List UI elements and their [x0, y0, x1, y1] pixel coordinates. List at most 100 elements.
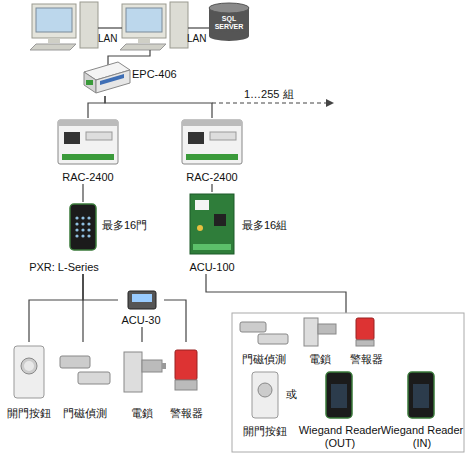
device-node: ACU-100 — [184, 192, 240, 274]
sensor-part — [60, 356, 90, 368]
device-node: RAC-2400 — [52, 118, 124, 184]
rac-part — [210, 132, 236, 140]
device-label: RAC-2400 — [62, 171, 113, 184]
device-node: EPC-406 — [80, 60, 185, 96]
device-node: PXR: L-Series — [28, 202, 100, 274]
relay — [195, 200, 209, 210]
device-node: ACU-30 — [118, 289, 164, 327]
device-label: EPC-406 — [132, 68, 177, 81]
monitor-stand — [138, 38, 150, 43]
lock-bolt — [162, 363, 166, 369]
device-label: ACU-30 — [121, 314, 160, 327]
device-node: 電鎖 — [116, 342, 168, 420]
rac-chip — [64, 132, 80, 144]
sensor-part — [258, 334, 288, 344]
device-node: 開門按鈕 — [2, 342, 56, 420]
rac-part — [86, 132, 112, 140]
rac-terminal — [186, 154, 238, 160]
alarm-base — [356, 340, 374, 346]
capacitor — [197, 225, 203, 231]
device-label: PXR: L-Series — [29, 261, 99, 274]
monitor-stand — [48, 38, 60, 43]
device-node: 電鎖 — [296, 316, 344, 366]
keyboard — [120, 44, 166, 50]
card-reader — [408, 372, 434, 418]
device-label: 電鎖 — [309, 353, 331, 366]
device-node: 警報器 — [346, 316, 386, 366]
lan-wire — [98, 27, 122, 28]
alarm-base — [175, 380, 197, 390]
wire-connector — [141, 327, 142, 342]
wire-connector — [83, 274, 118, 300]
wire — [206, 274, 346, 313]
wire-connector — [88, 96, 105, 118]
terminal-block — [193, 244, 231, 250]
monitor — [32, 4, 76, 38]
expansion-arrow — [212, 102, 326, 103]
device-label: 警報器 — [350, 353, 383, 366]
pc-tower — [170, 2, 188, 48]
device-node: 門磁偵測 — [56, 342, 114, 420]
epc-front — [84, 72, 96, 93]
annotation-label: 最多16門 — [102, 219, 147, 232]
alarm-body — [356, 318, 374, 340]
chip — [214, 214, 226, 226]
annotation-label: 1…255 組 — [244, 88, 294, 101]
screen — [36, 8, 72, 32]
wire-connector — [82, 184, 83, 202]
rac-board — [58, 120, 118, 164]
lock-body — [124, 352, 142, 392]
wire-connector — [105, 96, 212, 118]
pc-tower — [80, 2, 98, 48]
annotation-label: LAN — [187, 32, 206, 45]
device-label: 開門按鈕 — [243, 425, 287, 438]
rac-strip — [182, 120, 242, 126]
card-reader — [70, 204, 96, 250]
keyboard — [30, 44, 76, 50]
wire-connector — [82, 274, 83, 342]
group-box — [232, 313, 464, 452]
button — [21, 358, 37, 374]
device-node: SQL SERVER — [209, 8, 249, 38]
card-reader — [326, 372, 352, 418]
annotation-label: 或 — [286, 388, 297, 401]
db-top — [209, 3, 249, 13]
keypad — [413, 384, 429, 408]
button-plate — [14, 346, 44, 398]
device-node: 門磁偵測 — [234, 316, 294, 366]
lock-body — [304, 318, 318, 346]
sensor-part — [78, 372, 110, 384]
sensor-part — [240, 322, 266, 332]
button-face — [24, 361, 34, 371]
device-label: 開門按鈕 — [7, 407, 51, 420]
keypad — [75, 216, 90, 237]
rac-strip — [58, 120, 118, 126]
lock-plate — [142, 360, 162, 372]
device-label: 電鎖 — [131, 407, 153, 420]
alarm-body — [175, 350, 197, 380]
wire-connector — [164, 300, 186, 342]
pcb-board — [190, 194, 234, 254]
device-node: Wiegand Reader (OUT) — [298, 370, 382, 450]
device-node: Wiegand Reader (IN) — [380, 370, 464, 450]
device-node: RAC-2400 — [176, 118, 248, 184]
rac-terminal — [62, 154, 114, 160]
annotation-label: 最多16組 — [242, 219, 287, 232]
wire-connector — [211, 184, 212, 192]
epc-side — [96, 70, 130, 93]
rac-board — [182, 120, 242, 164]
controller-screen — [132, 294, 152, 302]
device-label: Wiegand Reader (OUT) — [298, 424, 382, 450]
epc-stripe — [100, 74, 124, 85]
button — [258, 383, 272, 397]
rac-chip — [188, 132, 204, 144]
lock-plate — [318, 324, 336, 334]
device-label: 警報器 — [170, 407, 203, 420]
device-node: 開門按鈕 — [238, 370, 292, 438]
device-label: Wiegand Reader (IN) — [380, 424, 464, 450]
button-plate — [252, 372, 278, 418]
controller-body — [128, 291, 156, 309]
